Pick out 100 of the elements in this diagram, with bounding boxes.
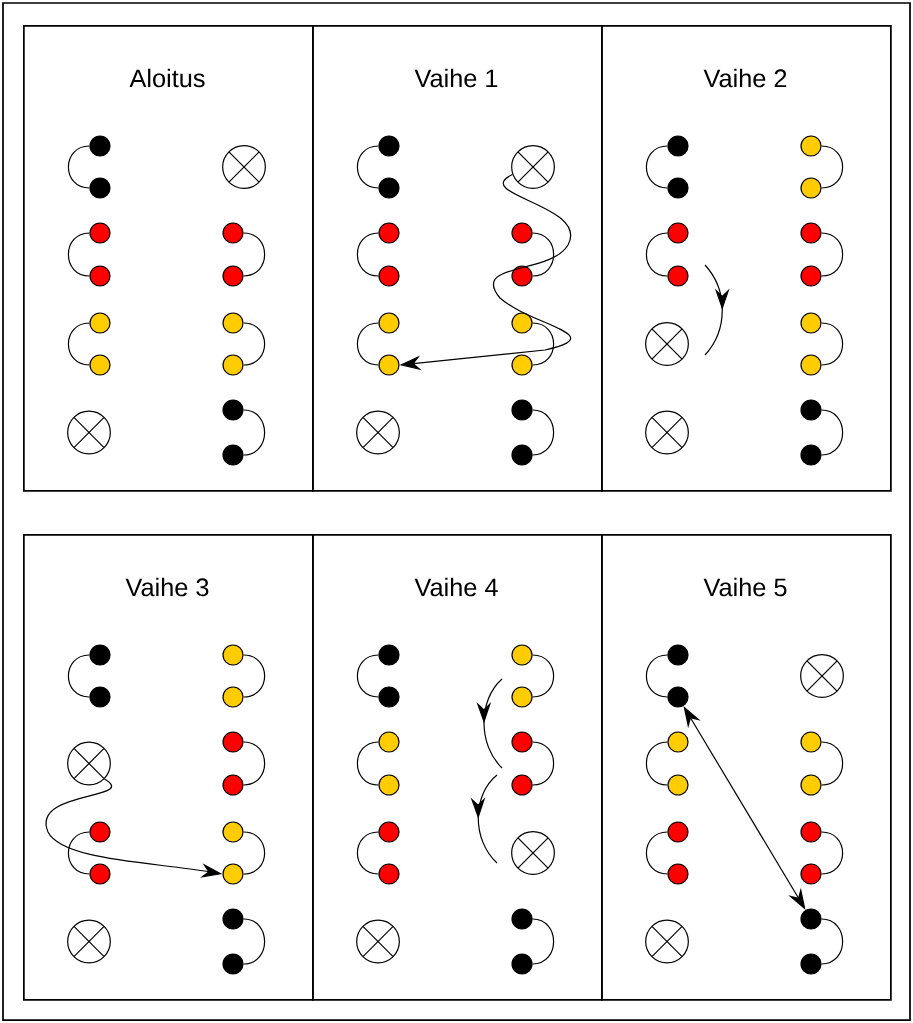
lamp-symbol <box>645 322 689 366</box>
dot <box>89 863 111 885</box>
connector-arc <box>645 232 668 277</box>
dot <box>667 644 689 666</box>
dot <box>89 222 111 244</box>
dot <box>378 686 400 708</box>
dot <box>89 177 111 199</box>
panel: Vaihe 2 <box>601 25 892 492</box>
dot <box>222 644 244 666</box>
dot <box>222 444 244 466</box>
dot <box>222 265 244 287</box>
lamp-symbol <box>511 831 555 875</box>
dot <box>222 908 244 930</box>
panel: Vaihe 5 <box>601 534 892 1001</box>
dot <box>511 222 533 244</box>
dot <box>222 686 244 708</box>
dot <box>222 312 244 334</box>
lamp-symbol <box>800 654 844 698</box>
dot <box>511 312 533 334</box>
dot <box>667 222 689 244</box>
dot <box>800 444 822 466</box>
dot <box>511 265 533 287</box>
dot <box>378 863 400 885</box>
connector-arc <box>821 145 844 189</box>
dot <box>222 953 244 975</box>
connector-arc <box>821 831 844 875</box>
lamp-symbol <box>645 919 689 964</box>
dot <box>89 265 111 287</box>
panel: Vaihe 3 <box>23 534 314 1001</box>
dot <box>222 354 244 376</box>
connector-arc <box>243 232 266 277</box>
connector-arc <box>532 409 555 456</box>
connector-arc <box>821 918 844 965</box>
connector-arc <box>67 322 90 366</box>
connector-arc <box>821 322 844 366</box>
dot <box>667 135 689 157</box>
lamp-symbol <box>222 145 266 189</box>
dot <box>800 731 822 753</box>
connector-arc <box>243 322 266 366</box>
lamp-symbol <box>356 410 400 455</box>
connector-arc <box>645 741 668 786</box>
lamp-symbol <box>67 410 111 455</box>
dot <box>222 222 244 244</box>
connector-arc <box>356 322 379 366</box>
dot <box>667 177 689 199</box>
dot <box>378 731 400 753</box>
dot <box>89 644 111 666</box>
dot <box>800 399 822 421</box>
dot <box>89 312 111 334</box>
connector-arc <box>356 145 379 189</box>
connector-arc <box>243 831 266 875</box>
dot <box>667 863 689 885</box>
lamp-symbol <box>67 919 111 964</box>
dot <box>800 135 822 157</box>
connector-arc <box>67 232 90 277</box>
connector-arc <box>243 741 266 786</box>
dot <box>89 135 111 157</box>
dot <box>222 731 244 753</box>
dot <box>800 863 822 885</box>
connector-arc <box>821 741 844 786</box>
dot <box>378 177 400 199</box>
dot <box>511 354 533 376</box>
connector-arc <box>532 232 555 277</box>
connector-arc <box>645 145 668 189</box>
dot <box>89 354 111 376</box>
dot <box>800 821 822 843</box>
dot <box>511 399 533 421</box>
dot <box>378 354 400 376</box>
connector-arc <box>243 918 266 965</box>
connector-arc <box>356 831 379 875</box>
connector-arc <box>356 232 379 277</box>
connector-arc <box>532 322 555 366</box>
lamp-symbol <box>67 741 111 786</box>
dot <box>378 135 400 157</box>
panel: Vaihe 4 <box>312 534 603 1001</box>
connector-arc <box>356 654 379 698</box>
dot <box>800 177 822 199</box>
dot <box>667 265 689 287</box>
panel: Aloitus <box>23 25 314 492</box>
connector-arc <box>532 918 555 965</box>
dot <box>667 821 689 843</box>
dot <box>222 863 244 885</box>
dot <box>667 774 689 796</box>
connector-arc <box>821 409 844 456</box>
dot <box>667 731 689 753</box>
dot <box>378 222 400 244</box>
dot <box>378 774 400 796</box>
dot <box>800 953 822 975</box>
dot <box>378 644 400 666</box>
dot <box>511 774 533 796</box>
connector-arc <box>821 232 844 277</box>
dot <box>800 774 822 796</box>
connector-arc <box>67 831 90 875</box>
connector-arc <box>532 654 555 698</box>
connector-arc <box>532 741 555 786</box>
dot <box>511 644 533 666</box>
dot <box>222 821 244 843</box>
dot <box>511 731 533 753</box>
connector-arc <box>243 409 266 456</box>
connector-arc <box>67 654 90 698</box>
